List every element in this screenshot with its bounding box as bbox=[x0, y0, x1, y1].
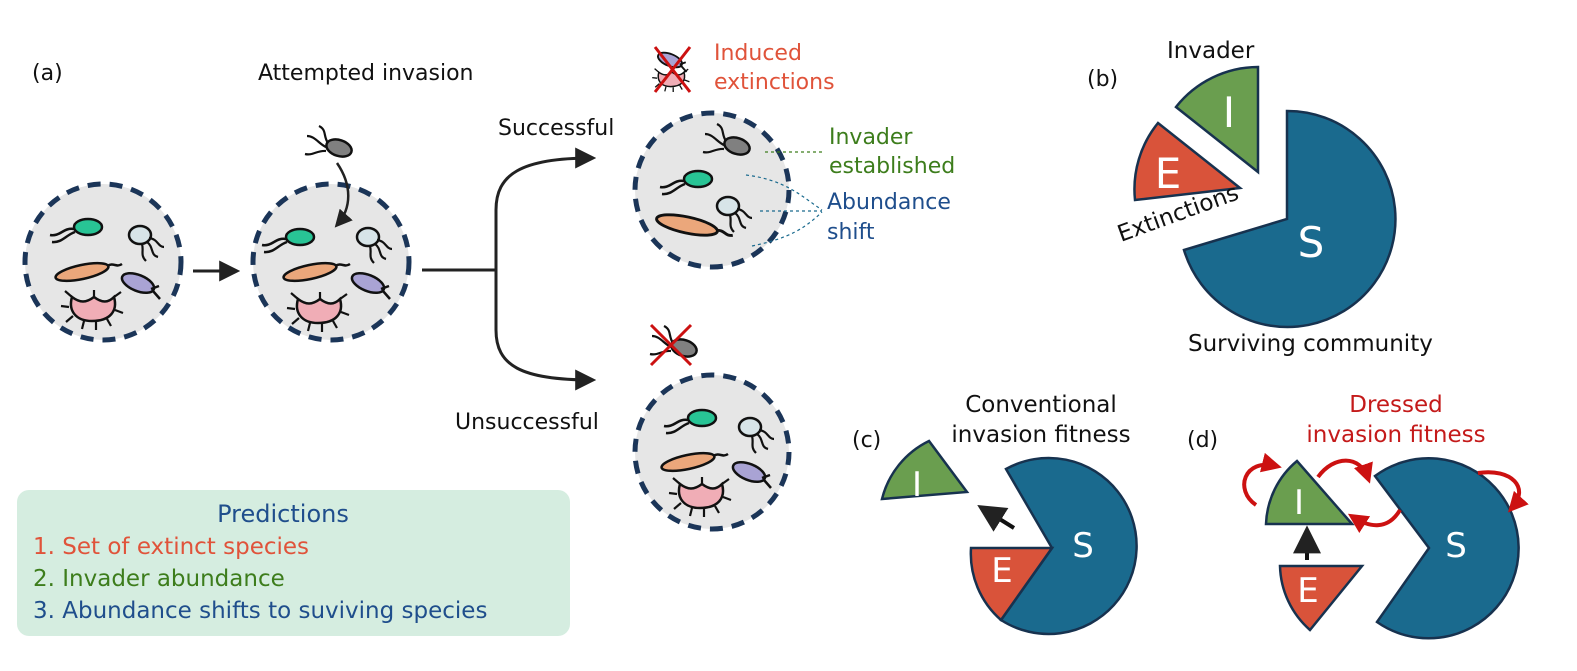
induced-extinctions-label-2: extinctions bbox=[714, 70, 835, 95]
pie-c-I: I bbox=[912, 465, 922, 505]
conventional-title-2: invasion fitness bbox=[951, 422, 1130, 448]
pie-c-E: E bbox=[991, 551, 1012, 591]
pie-d-I: I bbox=[1294, 483, 1304, 523]
invader-label: Invader bbox=[1167, 38, 1255, 64]
dressed-title-2: invasion fitness bbox=[1306, 422, 1485, 448]
feedback-arrows bbox=[1242, 452, 1529, 533]
community-invaded bbox=[250, 181, 412, 343]
pie-b bbox=[1133, 65, 1397, 329]
dressed-title-1: Dressed bbox=[1349, 392, 1443, 418]
pie-d bbox=[1264, 457, 1520, 640]
pie-d-invader-slice bbox=[1264, 459, 1355, 526]
successful-label: Successful bbox=[498, 116, 614, 141]
unsuccessful-label: Unsuccessful bbox=[455, 410, 599, 435]
panel-b-label: (b) bbox=[1087, 67, 1118, 92]
pie-b-E: E bbox=[1155, 149, 1182, 198]
panel-c-label: (c) bbox=[852, 428, 881, 453]
invader-established-label-2: established bbox=[829, 154, 955, 179]
panel-d-label: (d) bbox=[1187, 428, 1218, 453]
predictions-title: Predictions bbox=[217, 500, 349, 528]
invader-entry-arrow bbox=[334, 162, 353, 228]
pie-d-S: S bbox=[1445, 526, 1467, 566]
pie-b-S: S bbox=[1298, 218, 1325, 267]
pie-c-arrow bbox=[977, 505, 1016, 532]
pie-c-invader-slice bbox=[880, 439, 970, 501]
prediction-3: 3. Abundance shifts to suviving species bbox=[33, 598, 487, 624]
pie-b-surviving-slice bbox=[1182, 109, 1397, 329]
community-initial bbox=[22, 181, 184, 343]
annotation-dashes bbox=[745, 151, 823, 247]
branch-arrows bbox=[422, 147, 597, 391]
pie-c-S: S bbox=[1072, 526, 1094, 566]
attempted-invasion-label: Attempted invasion bbox=[258, 61, 474, 86]
surviving-community-label: Surviving community bbox=[1188, 331, 1433, 357]
pie-b-I: I bbox=[1223, 88, 1235, 137]
abundance-shift-label-2: shift bbox=[827, 220, 875, 245]
predictions-box bbox=[17, 490, 570, 636]
invader-microbe bbox=[303, 124, 356, 161]
prediction-1: 1. Set of extinct species bbox=[33, 534, 309, 560]
conventional-title-1: Conventional bbox=[965, 392, 1117, 418]
pie-d-surviving-slice bbox=[1373, 457, 1520, 640]
induced-extinctions-label: Induced bbox=[714, 41, 802, 66]
invader-established-label: Invader bbox=[829, 125, 913, 150]
community-unsuccessful bbox=[632, 372, 792, 532]
panel-a-label: (a) bbox=[32, 61, 63, 86]
pie-c-surviving-slice bbox=[999, 456, 1138, 636]
pie-b-extinct-slice bbox=[1133, 121, 1244, 202]
abundance-shift-label: Abundance bbox=[827, 190, 951, 215]
pie-c bbox=[880, 439, 1138, 636]
pie-b-invader-slice bbox=[1174, 65, 1260, 175]
pie-c-extinct-slice bbox=[969, 546, 1055, 622]
extinct-microbes bbox=[651, 46, 692, 93]
pie-d-E: E bbox=[1297, 571, 1318, 611]
pie-d-extinct-slice bbox=[1278, 564, 1365, 632]
rejected-invader bbox=[648, 323, 701, 367]
community-successful bbox=[632, 110, 792, 270]
prediction-2: 2. Invader abundance bbox=[33, 566, 285, 592]
